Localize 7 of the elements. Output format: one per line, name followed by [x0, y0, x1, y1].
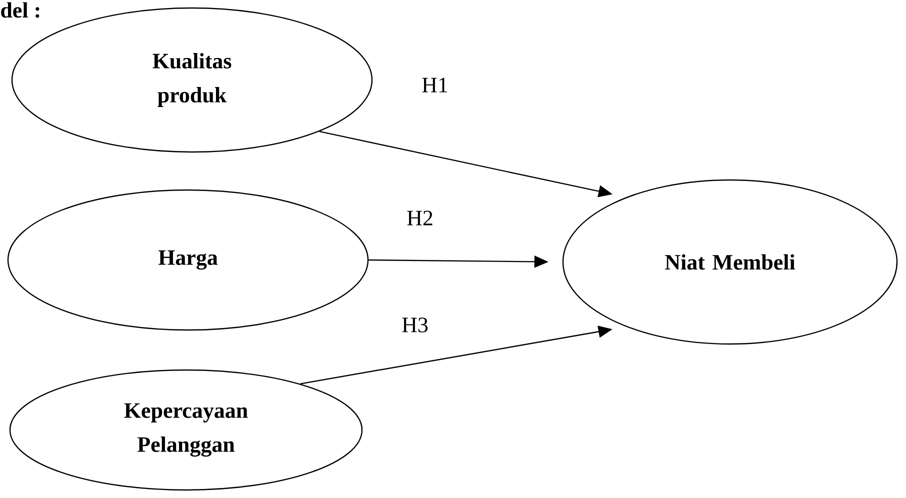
ellipse-node: Niat Membeli — [562, 179, 898, 345]
edge-label: H3 — [400, 316, 430, 334]
ellipse-node: Kepercayaan Pelanggan — [9, 369, 363, 491]
ellipse-node: Harga — [7, 189, 369, 331]
heading: del : — [1, 2, 40, 18]
edge-label: H1 — [420, 76, 450, 94]
edge-label: H2 — [406, 210, 434, 226]
